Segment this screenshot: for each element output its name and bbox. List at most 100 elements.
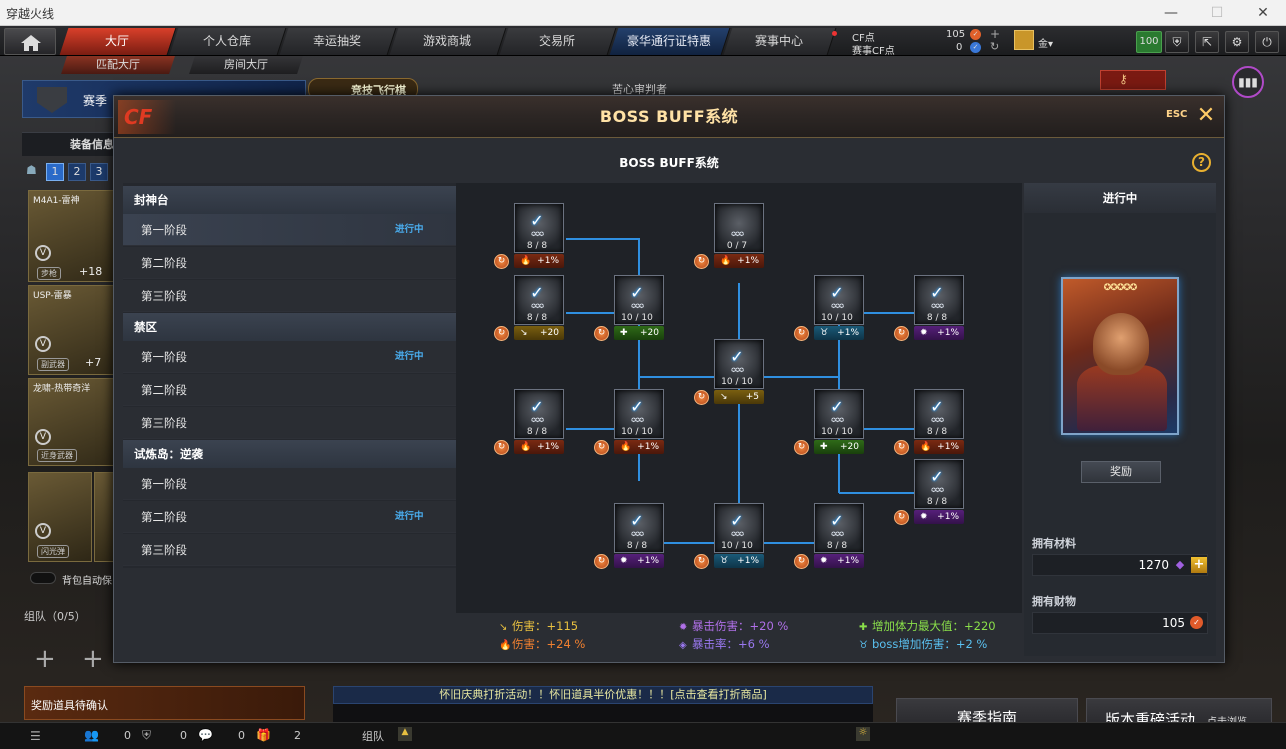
page-1-button[interactable]: 1 [46, 163, 64, 181]
refresh-icon[interactable]: ↻ [794, 440, 809, 455]
stage-item[interactable]: 第一阶段进行中 [123, 214, 456, 246]
buff-node[interactable]: ✓✪✪✪10 / 10✚+20↻ [594, 275, 666, 343]
stage-item[interactable]: 第二阶段 [123, 374, 456, 406]
buff-node[interactable]: ✓✪✪✪8 / 8🔥+1%↻ [894, 389, 966, 457]
grenade-slot[interactable]: V 闪光弹 [28, 472, 92, 562]
tab-event-center[interactable]: 赛事中心 [723, 28, 837, 55]
username[interactable]: 金▾ [1038, 39, 1054, 50]
stage-item[interactable]: 第三阶段 [123, 407, 456, 439]
key-icon: ⚷ [1119, 72, 1128, 86]
tab-warehouse[interactable]: 个人仓库 [169, 28, 287, 55]
chat-icon[interactable]: 💬 [198, 728, 213, 742]
buff-node[interactable]: ✓✪✪✪8 / 8✹+1%↻ [594, 503, 666, 571]
tab-lobby[interactable]: 大厅 [59, 28, 177, 55]
channel-up-icon[interactable]: ▲ [398, 727, 412, 741]
tab-match-lobby[interactable]: 匹配大厅 [61, 56, 175, 74]
reward-button[interactable]: 奖励 [1081, 461, 1161, 483]
buff-node[interactable]: ✓✪✪✪10 / 10✚+20↻ [794, 389, 866, 457]
stage-item[interactable]: 第三阶段 [123, 280, 456, 312]
close-icon[interactable]: ✕ [1196, 103, 1216, 128]
star-rating: ✪✪✪ [730, 231, 744, 238]
star-rating: ✪✪✪ [630, 531, 644, 538]
stage-list: 封神台 第一阶段进行中 第二阶段 第三阶段 禁区 第一阶段进行中 第二阶段 第三… [123, 183, 456, 568]
refresh-icon[interactable]: ↻ [594, 554, 609, 569]
enemy-portrait [914, 459, 964, 509]
tab-room-lobby[interactable]: 房间大厅 [189, 56, 303, 74]
refresh-icon[interactable]: ↻ [594, 440, 609, 455]
stage-item[interactable]: 第二阶段 [123, 247, 456, 279]
buff-node[interactable]: ✪✪✪0 / 7🔥+1%↻ [694, 203, 766, 271]
buff-node[interactable]: ✓✪✪✪8 / 8↘+20↻ [494, 275, 566, 343]
power-button[interactable]: ⏻ [1255, 31, 1279, 53]
gift-icon[interactable]: 🎁 [256, 728, 271, 742]
reward-confirm-banner[interactable]: 奖励道具待确认 [24, 686, 305, 720]
add-member-button-1[interactable]: + [34, 644, 56, 674]
buff-value: 🔥+1% [714, 254, 764, 268]
boss-portrait [1093, 313, 1149, 375]
refresh-icon[interactable]: ↻ [894, 440, 909, 455]
add-materials-button[interactable]: + [1191, 557, 1207, 573]
stats-button[interactable]: ▮▮▮ [1232, 66, 1264, 98]
page-2-button[interactable]: 2 [68, 163, 86, 181]
close-window-button[interactable]: ✕ [1257, 5, 1269, 21]
buff-node[interactable]: ✓✪✪✪8 / 8✹+1%↻ [894, 459, 966, 527]
auto-pack-label: 背包自动保 [62, 576, 112, 587]
logout-button[interactable]: ⇱ [1195, 31, 1219, 53]
tab-shop[interactable]: 游戏商城 [389, 28, 507, 55]
buff-node[interactable]: ✓✪✪✪10 / 10♉+1%↻ [794, 275, 866, 343]
settings-button[interactable]: ⚙ [1225, 31, 1249, 53]
menu-icon[interactable]: ☰ [30, 729, 41, 743]
stage-item[interactable]: 第一阶段进行中 [123, 341, 456, 373]
rank-flight-button[interactable]: 竞技飞行棋 [308, 78, 418, 100]
stage-item[interactable]: 第一阶段 [123, 468, 456, 500]
tab-battle-pass[interactable]: 豪华通行证特惠 [609, 28, 731, 55]
refresh-icon[interactable]: ↻ [694, 390, 709, 405]
buff-node[interactable]: ✓✪✪✪10 / 10↘+5↻ [694, 339, 766, 407]
refresh-icon[interactable]: ↻ [494, 440, 509, 455]
guild-button[interactable]: ⛨ [1165, 31, 1189, 53]
tab-exchange[interactable]: 交易所 [499, 28, 617, 55]
buff-node[interactable]: ✓✪✪✪10 / 10♉+1%↻ [694, 503, 766, 571]
add-cf-icon[interactable]: + [990, 27, 1001, 41]
key-button[interactable]: ⚷ [1100, 70, 1166, 90]
star-rating: ✪✪✪ [930, 303, 944, 310]
add-member-button-2[interactable]: + [82, 644, 104, 674]
refresh-icon[interactable]: ↻ [694, 554, 709, 569]
refresh-icon[interactable]: ↻ [794, 326, 809, 341]
help-icon[interactable]: ? [1192, 153, 1211, 172]
refresh-icon[interactable]: ↻ [990, 40, 1000, 53]
star-rating: ✪✪✪ [830, 303, 844, 310]
refresh-icon[interactable]: ↻ [594, 326, 609, 341]
sun-icon[interactable]: ☼ [856, 727, 870, 741]
auto-pack-toggle[interactable] [30, 572, 56, 584]
stage-item[interactable]: 第三阶段 [123, 534, 456, 566]
team-label: 组队（0/5） [24, 610, 86, 623]
maximize-button[interactable]: ☐ [1210, 5, 1224, 21]
minimize-button[interactable]: — [1164, 5, 1178, 21]
friends-icon[interactable]: 👥 [84, 728, 99, 742]
boss-card[interactable]: ✪✪✪✪✪ [1061, 277, 1179, 435]
refresh-icon[interactable]: ↻ [694, 254, 709, 269]
buff-node[interactable]: ✓✪✪✪8 / 8🔥+1%↻ [494, 203, 566, 271]
gold-buff-icon: ↘ [499, 622, 508, 633]
page-3-button[interactable]: 3 [90, 163, 108, 181]
shield-icon[interactable]: ⛨ [142, 728, 152, 742]
buff-node[interactable]: ✓✪✪✪10 / 10🔥+1%↻ [594, 389, 666, 457]
stage-item[interactable]: 第二阶段进行中 [123, 501, 456, 533]
refresh-icon[interactable]: ↻ [494, 254, 509, 269]
person-icon: ☗ [26, 163, 37, 177]
refresh-icon[interactable]: ↻ [894, 326, 909, 341]
buff-node[interactable]: ✓✪✪✪8 / 8🔥+1%↻ [494, 389, 566, 457]
refresh-icon[interactable]: ↻ [794, 554, 809, 569]
buff-node[interactable]: ✓✪✪✪8 / 8✹+1%↻ [794, 503, 866, 571]
enemy-portrait [714, 503, 764, 553]
buff-node[interactable]: ✓✪✪✪8 / 8✹+1%↻ [894, 275, 966, 343]
home-button[interactable] [4, 28, 56, 55]
star-rating: ✪✪✪ [530, 303, 544, 310]
tab-lottery[interactable]: 幸运抽奖 [279, 28, 397, 55]
refresh-icon[interactable]: ↻ [494, 326, 509, 341]
team-chat-label[interactable]: 组队 [362, 730, 384, 743]
refresh-icon[interactable]: ↻ [894, 510, 909, 525]
promo-banner[interactable]: 怀旧庆典打折活动！！怀旧道具半价优惠！！！[点击查看打折商品] [333, 686, 873, 704]
